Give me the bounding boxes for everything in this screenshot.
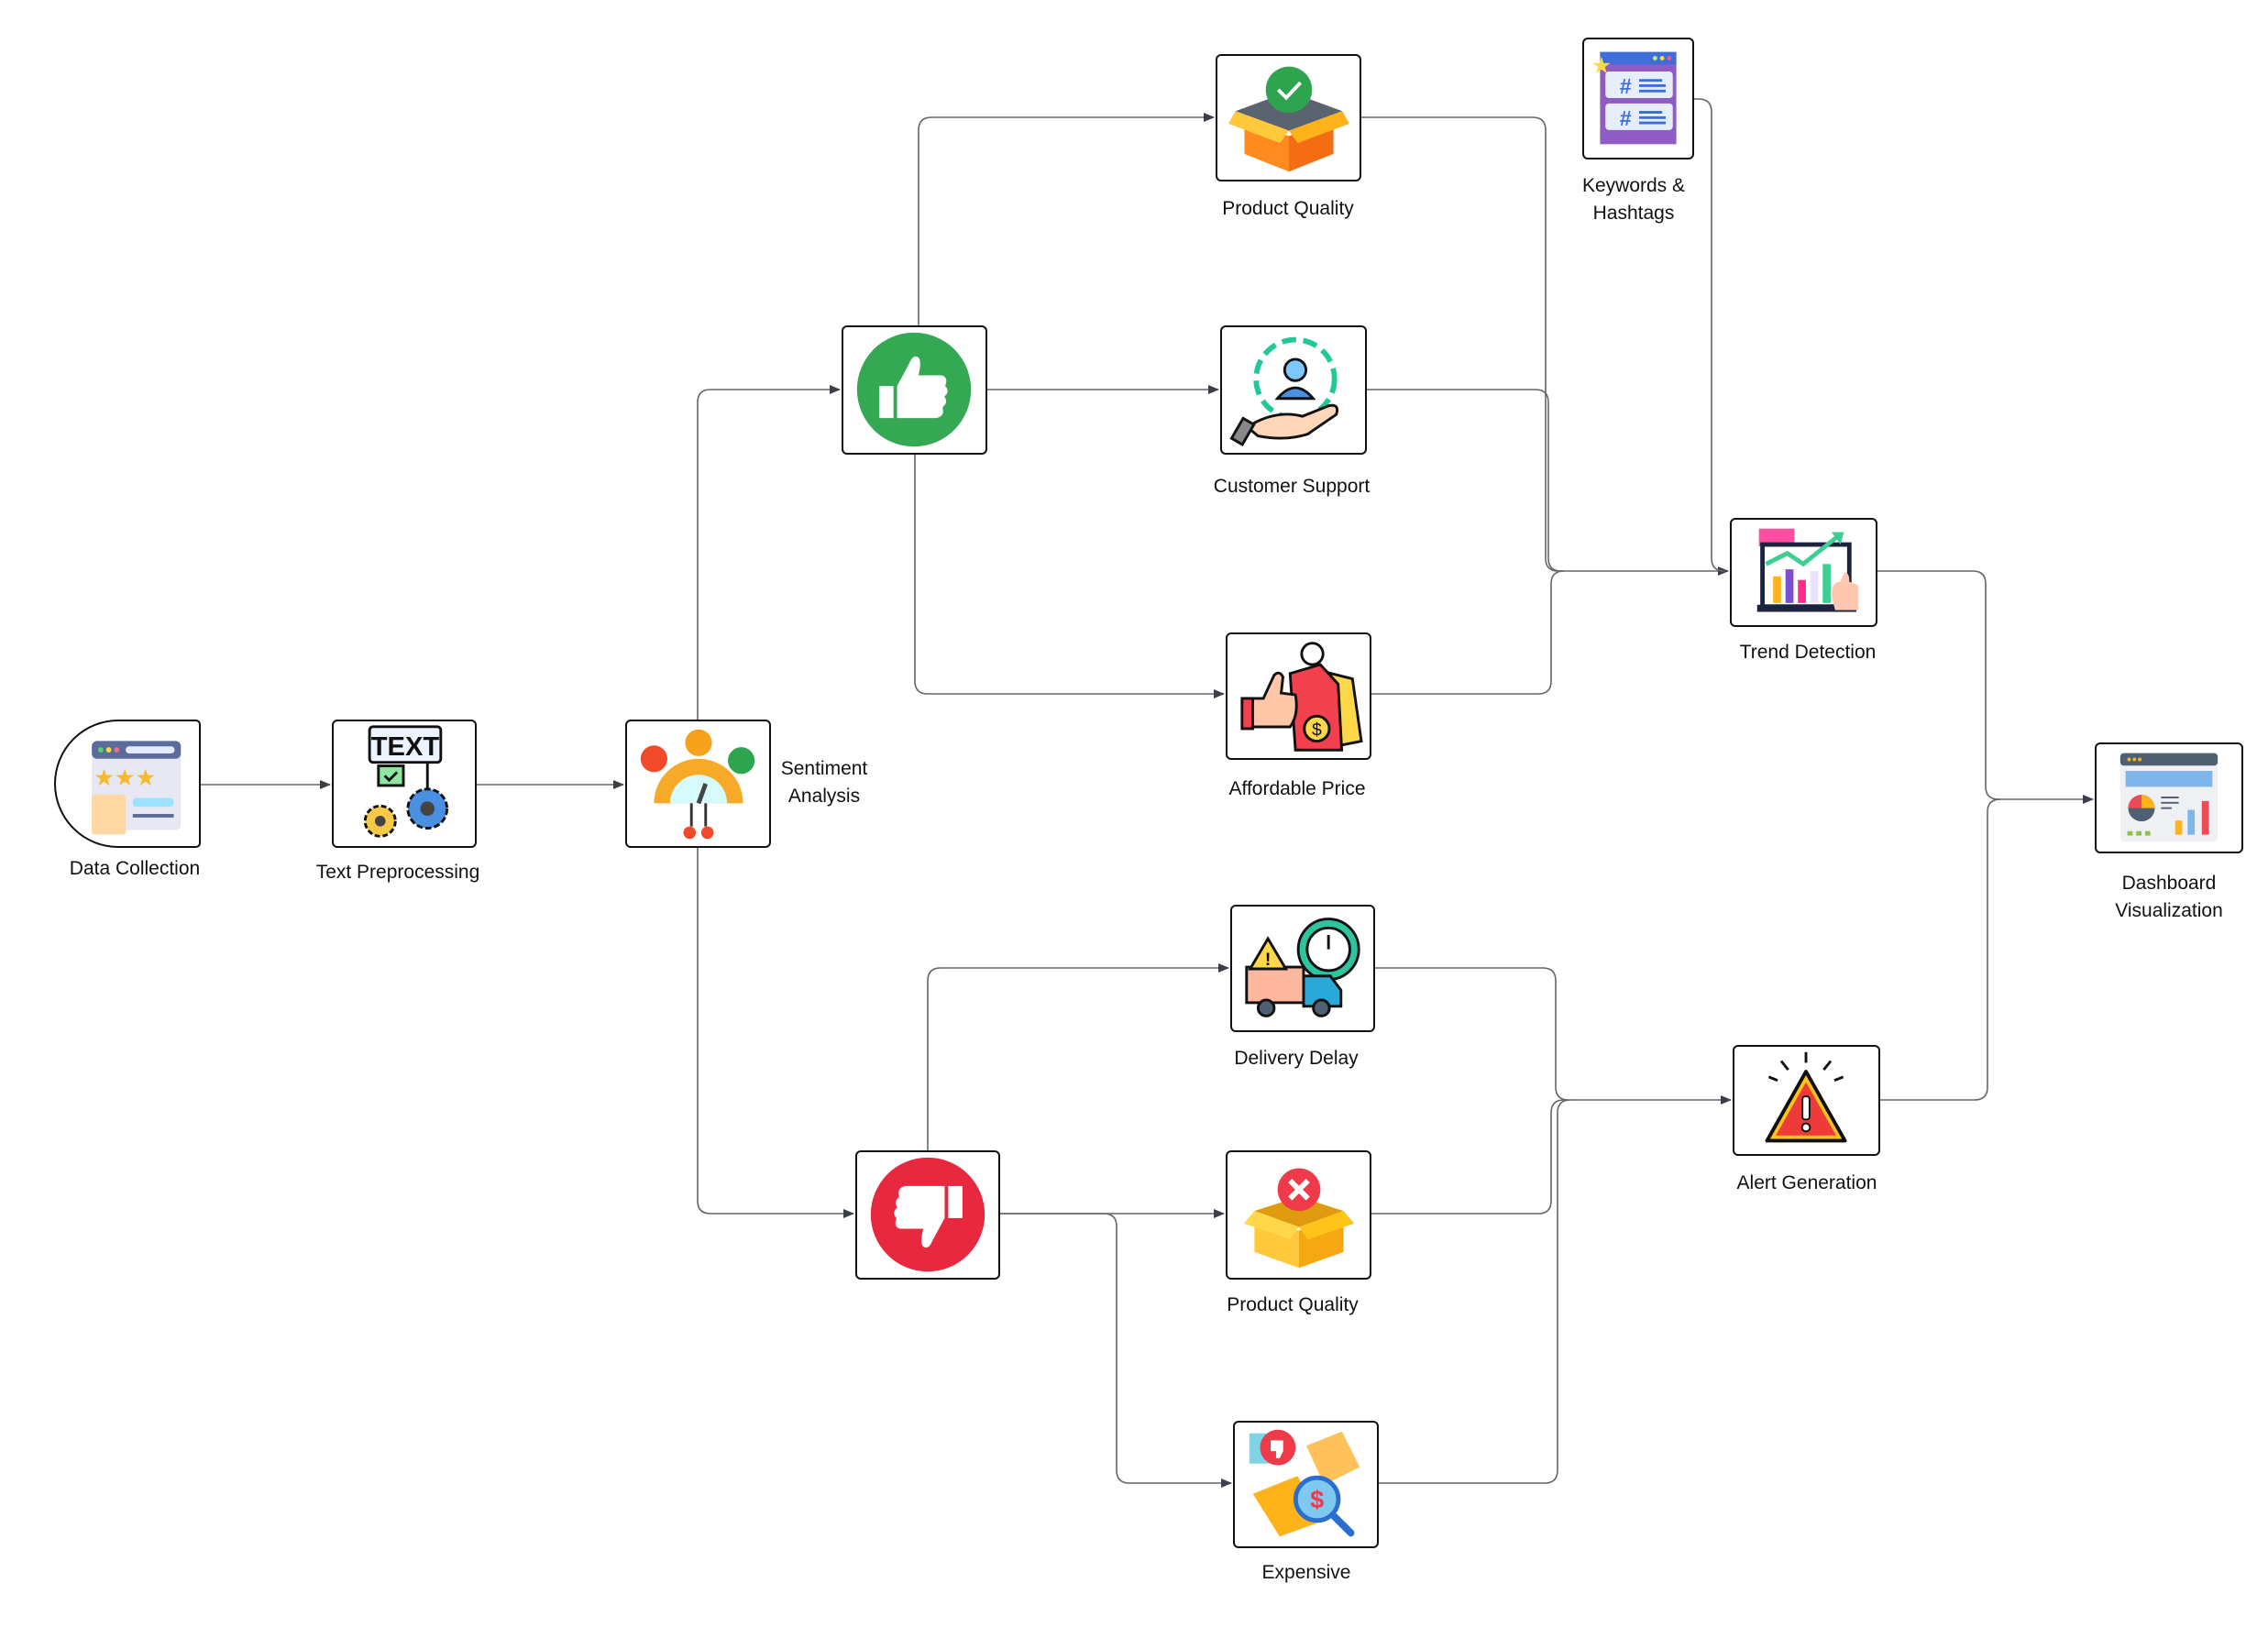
edge-quality-alert bbox=[1371, 1099, 1565, 1215]
label-line: Keywords & bbox=[1581, 175, 1686, 196]
review-stars-icon: ★★★ bbox=[92, 741, 182, 835]
node-expensive[interactable]: $ bbox=[1233, 1421, 1379, 1548]
node-keywords-hashtags[interactable]: # # ★ bbox=[1582, 38, 1694, 159]
alert-triangle-icon bbox=[1765, 1051, 1847, 1143]
node-negative-sentiment[interactable] bbox=[855, 1150, 1000, 1280]
label-text-preprocessing: Text Preprocessing bbox=[315, 862, 480, 883]
node-delivery-delay[interactable]: ! bbox=[1230, 905, 1375, 1032]
svg-text:$: $ bbox=[1310, 1485, 1324, 1513]
edge-quality-trend bbox=[1361, 116, 1729, 576]
label-data-collection: Data Collection bbox=[69, 858, 201, 879]
sentiment-gauge-icon bbox=[640, 729, 755, 840]
trend-chart-icon bbox=[1756, 528, 1858, 612]
label-product-quality-negative: Product Quality bbox=[1227, 1294, 1359, 1315]
label-sentiment-analysis: Sentiment Analysis bbox=[781, 755, 868, 810]
edge-sentiment-positive bbox=[697, 385, 841, 720]
label-keywords-hashtags: Keywords & Hashtags bbox=[1582, 172, 1685, 227]
node-text-preprocessing[interactable]: TEXT bbox=[332, 720, 477, 848]
label-expensive: Expensive bbox=[1261, 1562, 1351, 1583]
label-alert-generation: Alert Generation bbox=[1736, 1172, 1877, 1193]
edge-expensive-alert bbox=[1379, 1099, 1571, 1484]
label-delivery-delay: Delivery Delay bbox=[1234, 1048, 1359, 1069]
label-line: Dashboard bbox=[2121, 873, 2217, 894]
node-customer-support[interactable] bbox=[1220, 325, 1367, 455]
node-alert-generation[interactable] bbox=[1733, 1045, 1880, 1156]
expensive-search-icon: $ bbox=[1249, 1429, 1360, 1537]
text-gears-icon: TEXT bbox=[363, 725, 449, 838]
label-trend-detection: Trend Detection bbox=[1739, 642, 1877, 663]
node-data-collection[interactable]: ★★★ bbox=[54, 720, 201, 848]
edge-alert-dashboard bbox=[1880, 798, 2001, 1101]
svg-text:★★★: ★★★ bbox=[94, 765, 156, 791]
approved-box-icon bbox=[1228, 66, 1350, 172]
label-line: Visualization bbox=[2115, 900, 2223, 921]
edge-price-trend bbox=[1371, 570, 1565, 695]
label-dashboard-visualization: Dashboard Visualization bbox=[2115, 870, 2223, 925]
label-customer-support: Customer Support bbox=[1213, 476, 1371, 497]
label-product-quality-positive: Product Quality bbox=[1222, 198, 1354, 219]
edge-trend-dashboard bbox=[1877, 570, 2094, 804]
price-tag-icon: $ bbox=[1240, 642, 1363, 752]
label-affordable-price: Affordable Price bbox=[1228, 778, 1366, 799]
node-product-quality-positive[interactable] bbox=[1216, 54, 1361, 181]
label-line: Hashtags bbox=[1592, 203, 1675, 224]
node-dashboard-visualization[interactable] bbox=[2095, 742, 2243, 853]
thumbs-up-icon bbox=[856, 332, 972, 447]
delivery-truck-icon: ! bbox=[1245, 918, 1360, 1017]
customer-support-icon bbox=[1229, 336, 1339, 447]
edge-sentiment-negative bbox=[697, 848, 854, 1218]
label-line: Analysis bbox=[787, 786, 861, 807]
svg-text:#: # bbox=[1620, 106, 1632, 130]
edge-keywords-trend bbox=[1694, 98, 1725, 572]
edge-negative-expensive bbox=[1000, 1213, 1232, 1488]
svg-text:!: ! bbox=[1265, 950, 1271, 970]
rejected-box-icon bbox=[1243, 1168, 1355, 1269]
svg-text:#: # bbox=[1620, 74, 1632, 98]
svg-text:TEXT: TEXT bbox=[371, 732, 440, 762]
hashtag-icon: # # ★ bbox=[1591, 51, 1677, 145]
node-affordable-price[interactable]: $ bbox=[1226, 632, 1371, 760]
svg-text:$: $ bbox=[1312, 720, 1322, 741]
node-positive-sentiment[interactable] bbox=[842, 325, 987, 455]
dashboard-icon bbox=[2119, 753, 2218, 842]
edge-negative-delay bbox=[927, 963, 1229, 1150]
node-sentiment-analysis[interactable] bbox=[625, 720, 771, 848]
label-line: Sentiment bbox=[780, 758, 868, 779]
edge-support-trend bbox=[1367, 389, 1562, 572]
thumbs-down-icon bbox=[870, 1157, 985, 1272]
node-product-quality-negative[interactable] bbox=[1226, 1150, 1371, 1280]
edge-positive-quality bbox=[918, 113, 1215, 325]
edge-delay-alert bbox=[1375, 967, 1732, 1105]
node-trend-detection[interactable] bbox=[1730, 518, 1877, 627]
edge-positive-price bbox=[914, 455, 1225, 698]
svg-text:★: ★ bbox=[1591, 53, 1613, 79]
